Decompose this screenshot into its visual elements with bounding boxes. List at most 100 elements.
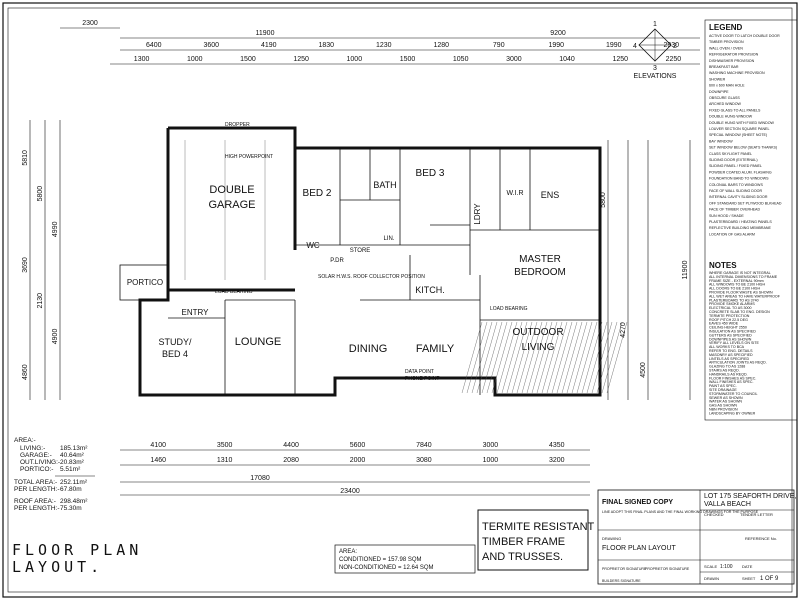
- dim-top-row2: 1040: [559, 56, 575, 63]
- hatch-line: [531, 321, 553, 394]
- legend-item: INTERNAL CAVITY SLIDING DOOR: [709, 195, 768, 199]
- area-row-label: LIVING:-: [20, 445, 45, 452]
- room-ldry: LDRY: [473, 203, 482, 225]
- legend-item: SLIDING DOOR (EXTERNAL): [709, 158, 758, 162]
- note-item: PLASTERBOARD TO AS 3740: [709, 298, 759, 302]
- scale-value: 1:100: [720, 564, 733, 570]
- room-portico: PORTICO: [127, 278, 163, 287]
- hatch-line: [546, 321, 568, 394]
- dim-bottom-row1: 3000: [483, 442, 499, 449]
- elev-3: 3: [653, 65, 657, 72]
- legend-item: CLASS SKYLIGHT PANEL: [709, 152, 752, 156]
- sheet-inner-border: [7, 7, 793, 593]
- dim-top-row1: 1830: [318, 42, 334, 49]
- legend-item: FIXED GLASS TO ALL PANELS: [709, 108, 761, 112]
- dim-bottom-row2: 1000: [483, 457, 499, 464]
- note-item: PROVIDE SMOKE ALARMS: [709, 302, 755, 306]
- area-box: AREA: CONDITIONED = 157.98 SQM NON-CONDI…: [334, 544, 476, 574]
- note-dropper: DROPPER: [225, 122, 250, 128]
- note-load-bearing: LOAD BEARING: [215, 289, 253, 295]
- area-row-value: 185.13m²: [60, 445, 88, 452]
- dim-left: 3690: [22, 257, 29, 273]
- note-item: VERIFY ALL LEVELS ON SITE: [709, 341, 760, 345]
- room-pdr: P.DR: [330, 258, 344, 264]
- note-item: ALL INTERNAL DIMENSIONS TO FRAME: [709, 275, 778, 279]
- note-item: ARTICULATION JOINTS AS REQD.: [709, 361, 767, 365]
- note-item: ALL WINDOWS TO BE 2100 HIGH: [709, 283, 765, 287]
- legend-item: ARCHED WINDOW: [709, 102, 742, 106]
- hatch-line: [601, 321, 623, 394]
- area-title: AREA:-: [14, 437, 36, 444]
- note-item: PAINT AS SPEC.: [709, 384, 737, 388]
- dim-top-left-offset: 2300: [82, 20, 98, 27]
- hatch-line: [496, 321, 518, 394]
- dim-left: 4860: [22, 364, 29, 380]
- checked-label: CHECKED: [704, 512, 724, 517]
- room-labels: DOUBLE GARAGE BED 2 BATH BED 3 ENS W.I.R…: [127, 168, 566, 359]
- dim-left: 4990: [52, 221, 59, 237]
- legend-item: SUN HOOD / SHADE: [709, 214, 744, 218]
- termite-line3: AND TRUSSES.: [482, 551, 563, 563]
- dim-top-row1: 1990: [548, 42, 564, 49]
- note-item: WATER AS SHOWN: [709, 400, 742, 404]
- hatch-line: [576, 321, 598, 394]
- elev-4: 4: [633, 43, 637, 50]
- room-garage: GARAGE: [208, 199, 255, 211]
- note-item: WALL FINISHES AS SPEC.: [709, 380, 753, 384]
- legend-item: REFLECTIVE BUILDING MEMBRANE: [709, 226, 772, 230]
- dim-bottom-row2: 1460: [150, 457, 166, 464]
- note-item: PROVIDE FLOOR WASTE AS SHOWN: [709, 291, 773, 295]
- elev-2: 2: [673, 43, 677, 50]
- note-load-bearing-2: LOAD BEARING: [490, 306, 528, 312]
- dim-left: 2130: [37, 293, 44, 309]
- area-row-label: GARAGE:-: [20, 452, 52, 459]
- area-box-nonconditioned: NON-CONDITIONED = 12.64 SQM: [339, 565, 434, 571]
- hatch-line: [556, 321, 578, 394]
- hatch-line: [511, 321, 533, 394]
- dim-top-row2: 1050: [453, 56, 469, 63]
- dim-left: 4900: [52, 329, 59, 345]
- dim-top-row1: 2930: [663, 42, 679, 49]
- legend-item: FACE OF WALL SLIDING DOOR: [709, 189, 762, 193]
- area-perlength-value: 67.80m: [60, 486, 82, 493]
- note-item: STORMWATER TO COUNCIL: [709, 392, 758, 396]
- legend-item: DOWNPIPE: [709, 90, 729, 94]
- dim-left: 5800: [37, 186, 44, 202]
- hatch-line: [541, 321, 563, 394]
- date-label: DATE: [742, 564, 753, 569]
- dim-bottom-row2: 2000: [350, 457, 366, 464]
- note-item: FLOOR FINISHES AS SPEC.: [709, 376, 756, 380]
- hatch-line: [481, 321, 503, 394]
- note-item: DOWNPIPES AS SHOWN: [709, 337, 752, 341]
- title-block: FINAL SIGNED COPY LINE ADOPT THIS FINAL …: [597, 489, 796, 585]
- dim-bottom-row2: 2080: [283, 457, 299, 464]
- lot-suburb: VALLA BEACH: [704, 501, 751, 508]
- dim-top-row1: 790: [493, 42, 505, 49]
- note-solar: SOLAR H.W.S. ROOF COLLECTOR POSITION: [318, 274, 425, 280]
- dim-right: 4500: [640, 362, 647, 378]
- room-entry: ENTRY: [182, 308, 210, 317]
- dim-right: 5800: [600, 192, 607, 208]
- legend-item: BREAKFAST BAR: [709, 65, 739, 69]
- dim-top-row2: 1000: [187, 56, 203, 63]
- note-item: EAVES 450 WIDE: [709, 322, 739, 326]
- plan-notes: LOAD BEARING LOAD BEARING SOLAR H.W.S. R…: [215, 122, 528, 382]
- sheet-label: SHEET: [742, 576, 756, 581]
- area-roof-per-label: PER LENGTH:-: [14, 505, 60, 512]
- dim-bottom-row1: 4350: [549, 442, 565, 449]
- room-study: STUDY/: [158, 337, 192, 347]
- legend-item: 600 x 600 MAN HOLE: [709, 84, 745, 88]
- hatch-line: [551, 321, 573, 394]
- drawing-title-line1: FLOOR PLAN: [12, 541, 142, 559]
- legend-item: BAY WINDOW: [709, 139, 733, 143]
- note-item: SITE DRAINAGE: [709, 388, 737, 392]
- dim-bottom-row1: 4400: [283, 442, 299, 449]
- room-family: FAMILY: [416, 343, 455, 355]
- hatch-line: [606, 321, 628, 394]
- legend-item: OFF STANDARD SET PLYWOOD BLKHEAD: [709, 201, 782, 205]
- room-bed3: BED 3: [416, 168, 445, 179]
- note-item: MASONRY AS SPECIFIED: [709, 353, 753, 357]
- room-double: DOUBLE: [209, 184, 254, 196]
